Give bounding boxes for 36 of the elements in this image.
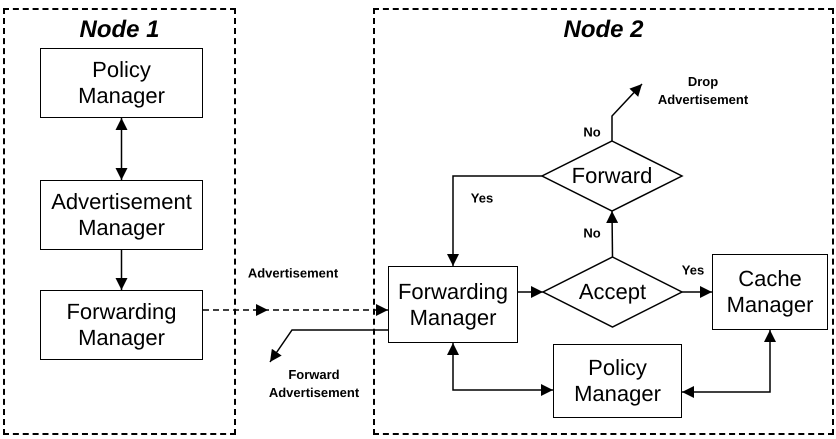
edge-label: No <box>581 124 603 140</box>
dashed-region <box>373 8 834 435</box>
arrow <box>518 286 543 298</box>
annotation-text: Forward Advertisement <box>268 366 360 402</box>
arrow <box>447 343 553 396</box>
process-box <box>40 48 203 118</box>
node-label: Forwarding Manager <box>65 299 178 351</box>
arrow <box>116 118 128 180</box>
node-label: Advertisement Manager <box>50 189 193 241</box>
node-label: Forwarding Manager <box>396 278 510 330</box>
edge-label: Yes <box>680 262 706 278</box>
node-label: Forward <box>572 163 652 189</box>
node-label: Policy Manager <box>573 355 662 407</box>
process-box <box>553 344 682 418</box>
annotation-text: Drop Advertisement <box>656 73 750 109</box>
arrow <box>682 330 776 398</box>
edge-label: No <box>581 226 603 240</box>
node-label: Cache Manager <box>726 266 814 318</box>
process-box <box>40 180 203 250</box>
arrow <box>203 304 388 316</box>
process-box <box>388 266 518 343</box>
arrow <box>447 175 542 266</box>
node-label: Accept <box>578 279 646 305</box>
edge-label: Advertisement <box>246 266 340 280</box>
arrow <box>269 329 388 362</box>
arrow <box>611 83 643 141</box>
process-box <box>712 254 828 330</box>
arrow <box>682 286 712 298</box>
region-title: Node 1 <box>79 16 160 44</box>
edge-label: Yes <box>468 190 496 206</box>
process-box <box>40 290 203 360</box>
arrow <box>606 211 618 257</box>
region-title: Node 2 <box>563 16 644 44</box>
arrow <box>116 250 128 290</box>
node-label: Policy Manager <box>77 57 166 109</box>
dashed-region <box>3 8 236 435</box>
